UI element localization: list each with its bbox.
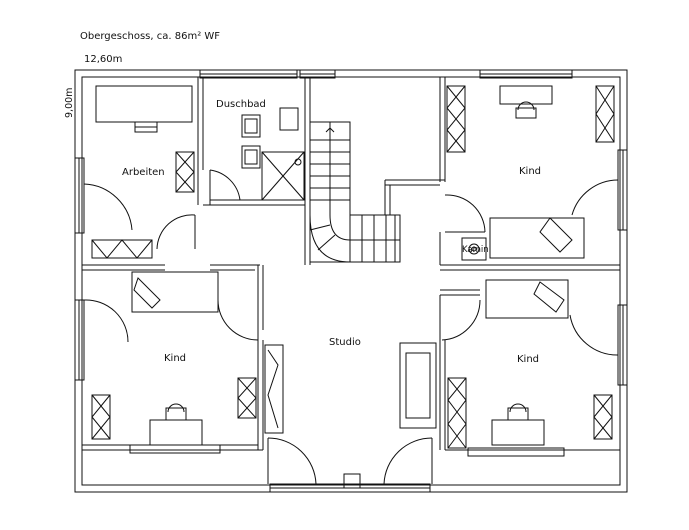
- room-label-studio: Studio: [329, 337, 361, 348]
- door-swings: [83, 169, 619, 485]
- staircase: [309, 121, 401, 263]
- plan-title: Obergeschoss, ca. 86m² WF: [80, 31, 221, 42]
- room-label-kind-ne: Kind: [519, 166, 542, 177]
- bath-fixtures: [241, 107, 305, 201]
- room-label-kamin: Kamin: [462, 245, 489, 255]
- room-label-arbeiten: Arbeiten: [122, 167, 165, 178]
- window-left: [74, 157, 85, 381]
- bed-kind-se: [447, 279, 613, 449]
- width-dimension: 12,60m: [84, 54, 123, 65]
- interior-walls: [82, 77, 620, 451]
- room-label-duschbad: Duschbad: [216, 99, 266, 110]
- desk-kind-ne: [446, 85, 615, 261]
- window-top: [199, 69, 573, 79]
- desk-arbeiten: [91, 85, 195, 259]
- room-label-kind-se: Kind: [517, 354, 540, 365]
- window-right: [617, 149, 628, 386]
- room-label-kind-sw: Kind: [164, 353, 187, 364]
- studio-furniture: [264, 342, 437, 489]
- bed-kind-sw: [91, 271, 257, 446]
